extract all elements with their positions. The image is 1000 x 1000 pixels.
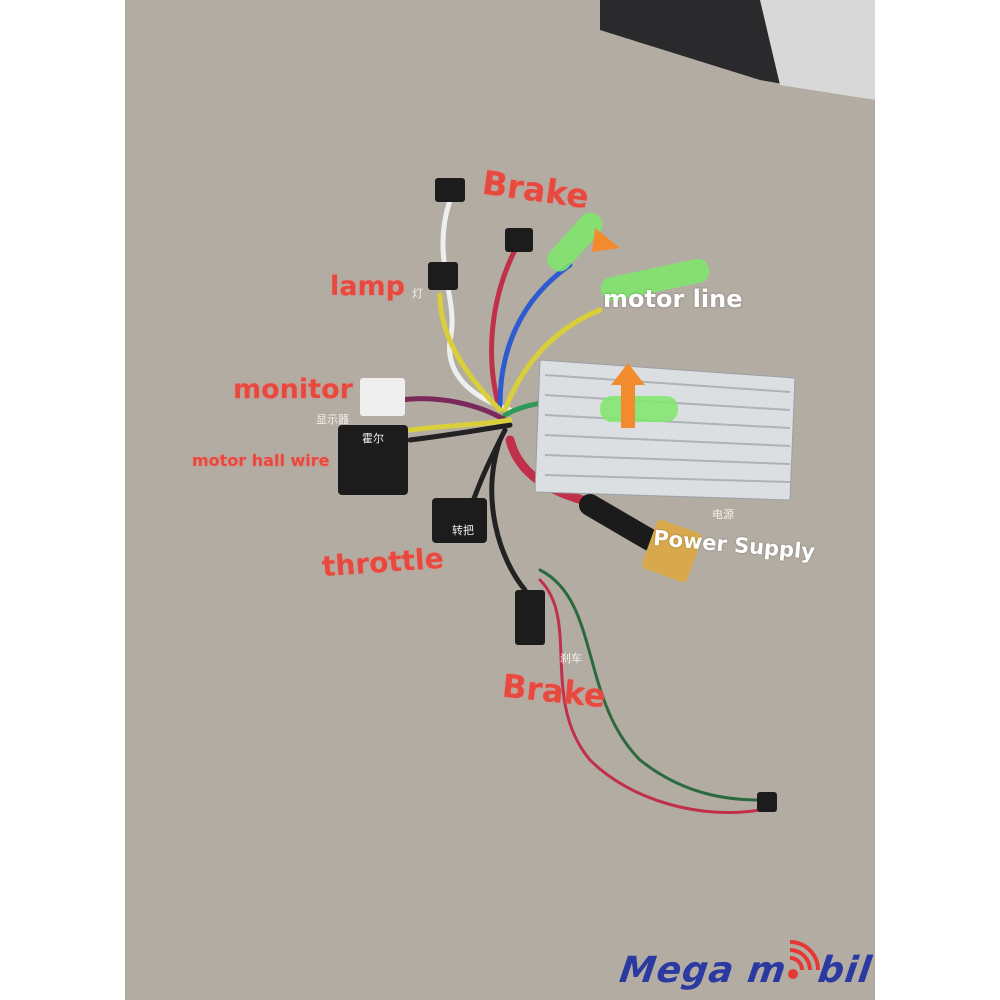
controller-box	[534, 359, 796, 501]
logo-text-left: Mega m	[617, 950, 790, 991]
logo-text-right: bil	[815, 950, 875, 991]
motor-terminals	[547, 212, 710, 422]
label-monitor: monitor	[233, 374, 353, 405]
cardboard-background	[125, 0, 875, 1000]
arrow-up-icon	[611, 363, 645, 428]
tag-hall: 霍尔	[362, 432, 384, 445]
tag-brake: 刹车	[560, 652, 582, 665]
tag-monitor: 显示器	[316, 413, 349, 426]
xt60-connector	[641, 519, 703, 583]
arrow-icon	[592, 228, 620, 252]
tag-lamp: 灯	[412, 287, 423, 300]
background-bag	[760, 0, 875, 100]
watermark-logo: Mega m bil	[617, 950, 875, 991]
label-motor-hall-wire: motor hall wire	[192, 451, 330, 470]
label-lamp: lamp	[330, 271, 405, 302]
monitor-connector	[360, 378, 405, 416]
tag-throttle: 转把	[452, 524, 474, 537]
tag-power: 电源	[712, 508, 734, 521]
signal-dot	[788, 969, 798, 979]
connectors	[338, 178, 777, 812]
power-cable	[579, 494, 661, 551]
signal-icon	[789, 940, 820, 971]
label-motor-line: motor line	[603, 285, 743, 313]
